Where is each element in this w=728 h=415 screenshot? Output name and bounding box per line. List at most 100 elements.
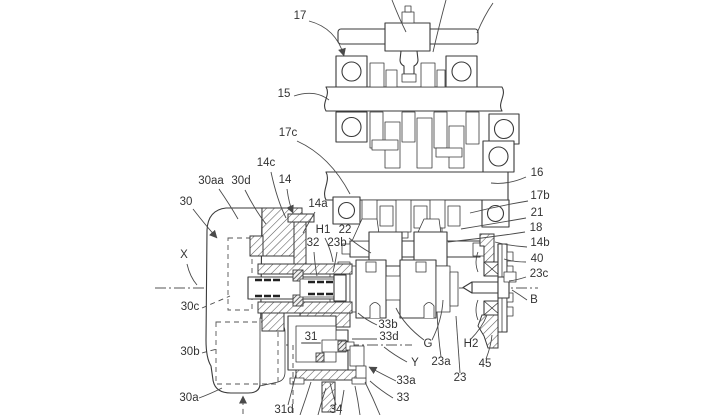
ref-label-22: 22 [339,224,352,236]
leader-18 [447,231,526,243]
pump-key [315,352,325,363]
leader-30d [244,189,267,225]
flange-wing [289,377,305,385]
ref-label-32: 32 [307,237,320,249]
clipped-leader [476,2,494,34]
shaft-15-body [324,86,504,112]
flange-wing [351,377,367,385]
leader-14b [494,241,528,248]
leader-Y [383,346,408,363]
ref-label-34: 34 [330,404,343,415]
leader-23 [455,315,461,374]
bearing [335,55,368,88]
leader-G [395,307,425,341]
gear [448,125,465,169]
bearing [488,113,520,145]
ref-label-17c: 17c [279,127,298,139]
clipped-leader [317,387,327,415]
side-cylinder [349,345,365,367]
ref-label-31: 31 [305,331,318,343]
input-shaft-15 [324,55,504,112]
leader-30b [201,348,218,354]
ref-label-16: 16 [531,167,544,179]
shift-fork-foot [401,73,417,83]
dog-clutch-row [341,218,490,267]
ref-label-30aa: 30aa [198,175,224,187]
seal-block-top [292,269,304,282]
ref-label-Y: Y [411,357,419,369]
drum-u-notch [369,302,381,318]
leader-33b [357,312,378,326]
drum-connector [385,275,401,301]
leader-40 [503,258,527,263]
ref-label-23c: 23c [530,268,549,280]
seal-block-bottom [292,294,304,307]
leader-14a [302,211,316,234]
leader-33a [368,366,397,382]
hub [449,271,459,307]
spline-teeth-marks [255,278,333,298]
leader-G [431,299,444,341]
leader-30aa [218,188,239,220]
clipped-leader [364,381,381,415]
ref-label-30b: 30b [180,346,199,358]
leader-B [511,289,528,301]
flange-fin [506,251,514,262]
leader-23c [508,276,527,282]
bore-plate-bottom [257,301,353,314]
ref-label-45: 45 [479,358,492,370]
leader-14 [286,188,294,214]
pump-assembly [287,315,367,413]
sleeve-cap [333,274,347,302]
housing-inner-dashed-chamber [215,321,279,385]
ref-label-B: B [530,294,538,306]
shift-fork-assembly [337,5,479,83]
ref-label-30d: 30d [231,175,250,187]
leader-17c [296,140,351,195]
right-output-bevel [462,233,517,349]
gear [447,205,461,227]
leader-45 [485,334,493,360]
drum-u-notch [423,302,435,318]
ref-label-33: 33 [397,392,410,404]
leader-X [186,263,198,286]
leader-H2 [469,314,488,341]
counter-shaft-16 [324,140,515,228]
leader-22 [348,237,372,254]
gear-dog-bar [435,147,463,158]
leader-30c [201,295,231,309]
pump-flange-hatched [295,369,361,381]
leader-23b [332,251,338,273]
gear [401,111,416,143]
wall-boss-left [249,235,264,257]
ref-label-30a: 30a [179,392,199,404]
spacer-23c [503,271,517,283]
output-cap [497,276,510,299]
bearing [335,111,368,143]
output-shaft-tip [462,281,473,294]
ref-label-23b: 23b [327,237,346,249]
ref-label-H2: H2 [464,338,479,350]
gear-hub [420,62,436,88]
gear [379,205,394,227]
gear [395,199,412,233]
left-cover-housing [205,207,286,394]
ref-label-18: 18 [530,222,543,234]
ref-label-23a: 23a [431,356,451,368]
shaft-16-body [324,171,509,201]
bore-plate-top [257,263,353,275]
bevel-arc [475,251,479,321]
upper-gear-cluster [335,111,520,169]
ref-label-30: 30 [180,196,193,208]
drum-tab [365,261,377,273]
gear-hub [369,62,385,88]
shift-fork-hub [384,22,431,52]
leader-30 [192,208,218,239]
shift-fork-finger [399,50,419,75]
gear [433,111,448,149]
leader-31d [287,373,297,406]
ref-label-H1: H1 [316,224,331,236]
